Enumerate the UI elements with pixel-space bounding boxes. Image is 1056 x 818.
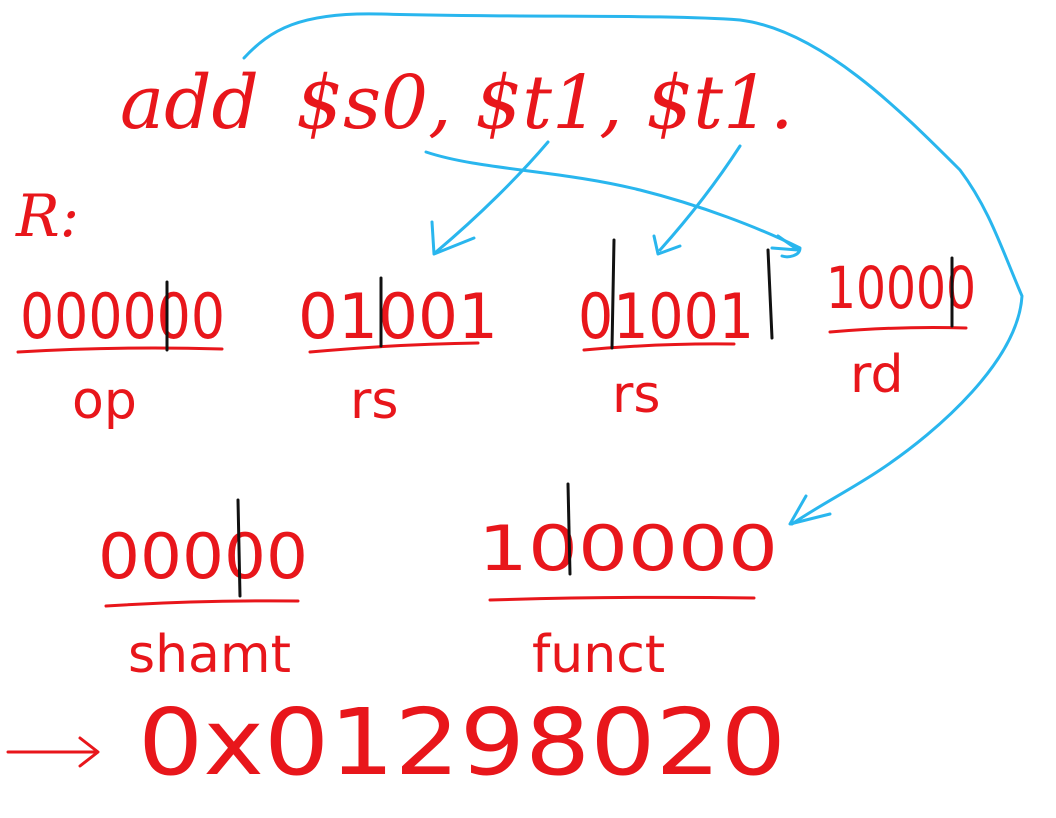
result-line: 0x01298020 [6,689,786,796]
shamt-divider [236,498,242,598]
arrow-head-rd [770,234,800,252]
arrow-add-to-funct [242,12,1024,526]
instruction-mnemonic: add [120,60,259,146]
arrow-head-funct [788,494,832,526]
field-rs-2: 01001 rs [578,238,774,425]
arrow-head-rs2 [652,234,682,256]
arrow-t1-to-rs1 [434,140,550,254]
rs2-label: rs [612,365,660,425]
instruction-operands: $s0, $t1, $t1. [296,60,794,146]
format-label: R: [15,182,79,250]
shamt-bits: 00000 [98,520,308,593]
shamt-underline [104,599,300,608]
field-op: 000000 op [16,280,225,431]
funct-bits: 100000 [478,512,778,585]
rs1-label: rs [350,371,398,431]
field-rs-1: 01001 rs [298,276,498,431]
arrow-head-rs1 [430,220,476,256]
funct-divider [566,482,572,576]
rs2-underline [582,342,736,352]
field-rd: 10000 rd [826,254,976,405]
result-arrow-icon [6,736,100,768]
rs2-bits: 01001 [578,280,754,353]
result-hex: 0x01298020 [138,689,786,796]
funct-underline [488,595,756,602]
funct-label: funct [532,625,665,685]
rd-underline [828,326,968,334]
shamt-label: shamt [128,625,291,685]
field-shamt: 00000 shamt [98,498,308,685]
field-funct: 100000 funct [478,482,778,685]
mapping-arrows [242,12,1024,526]
rs1-bits: 01001 [298,280,498,353]
rs2-divider-left [610,238,616,350]
op-underline [16,346,224,354]
rs1-underline [308,341,480,354]
op-bits: 000000 [20,280,225,353]
rs2-divider-right [766,248,774,340]
arrow-t1-to-rs2 [658,144,742,252]
op-label: op [72,371,137,431]
rd-label: rd [850,345,903,405]
arrow-s0-to-rd [424,150,802,259]
